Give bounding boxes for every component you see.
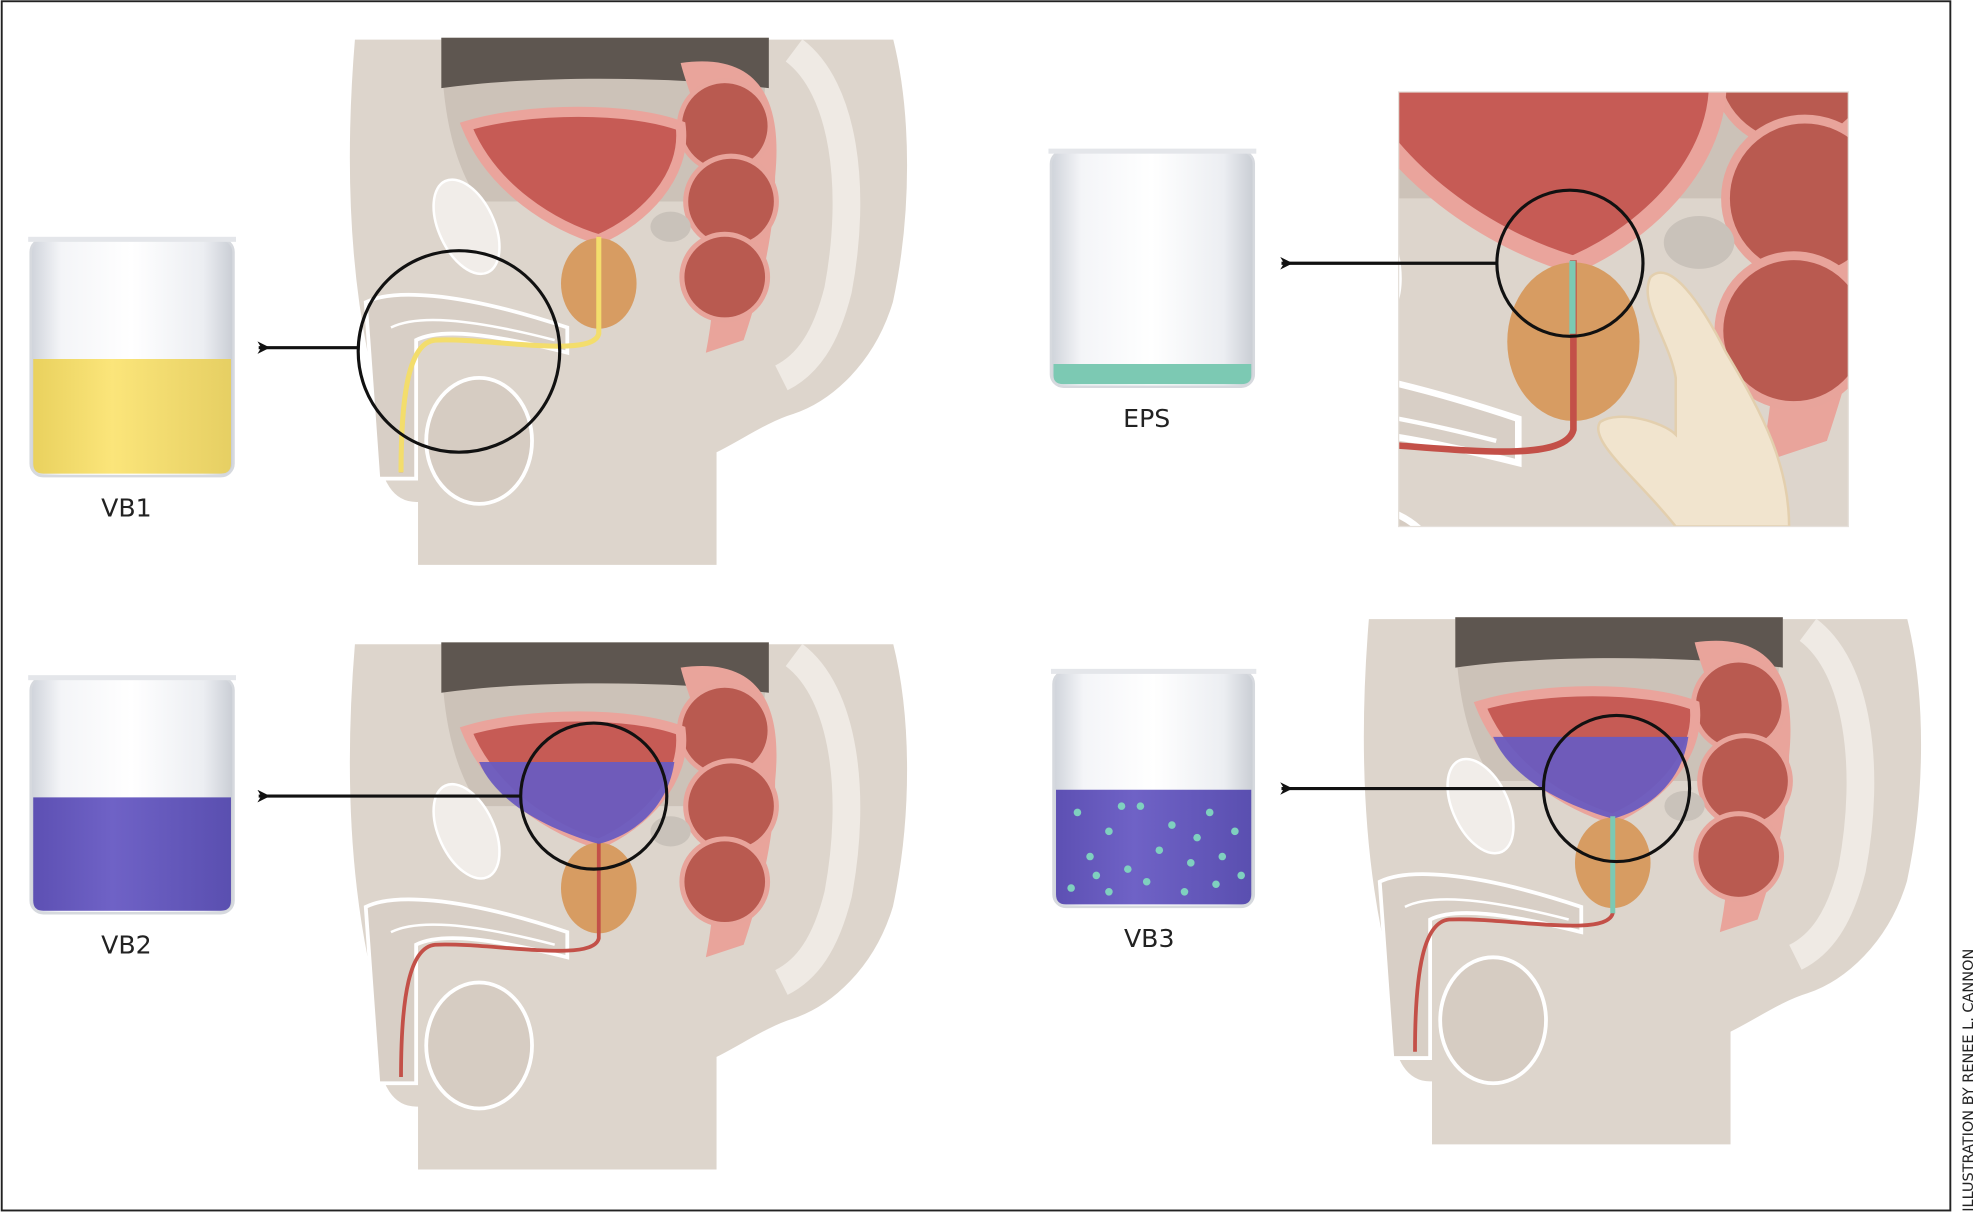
label-vb1: VB1	[101, 493, 152, 522]
anatomy-panel-vb2	[257, 642, 909, 1171]
beaker-vb1	[28, 236, 237, 478]
bladder-urine-purple	[1493, 736, 1689, 819]
anatomy-panel-vb1	[257, 38, 909, 567]
examining-finger	[1597, 271, 1791, 527]
yellow-urine-fill	[33, 358, 231, 474]
highlight-circle	[356, 249, 562, 454]
label-eps: EPS	[1123, 404, 1170, 433]
prostatic-fluid-fill	[1053, 364, 1252, 385]
beaker-eps	[1048, 148, 1257, 388]
bladder-urine-purple	[479, 762, 675, 844]
urethra-yellow-highlight	[398, 236, 602, 473]
purple-urine-fill	[33, 797, 231, 911]
prostatic-particles	[1067, 802, 1245, 896]
label-vb2: VB2	[101, 931, 152, 960]
label-vb3: VB3	[1124, 924, 1175, 953]
beaker-vb2	[28, 675, 237, 915]
anatomy-panel-eps	[1398, 0, 1849, 527]
anatomy-panel-vb3	[1280, 617, 1922, 1146]
purple-urine-fill	[1056, 789, 1252, 905]
illustration-credit: ILLUSTRATION BY RENEE L. CANNON	[1961, 949, 1976, 1212]
beaker-vb3	[1050, 668, 1257, 909]
